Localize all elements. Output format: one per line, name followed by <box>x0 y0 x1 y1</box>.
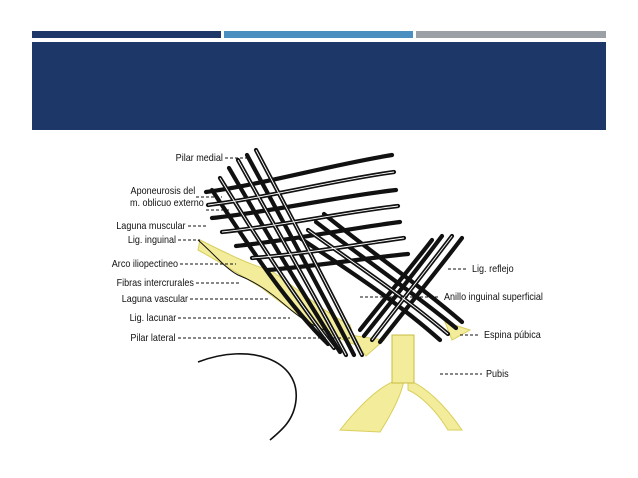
label-pilar-medial: Pilar medial <box>175 152 223 164</box>
header-stripe-dark <box>32 31 221 38</box>
pubic-bone-left <box>338 379 405 433</box>
pubic-bone-right <box>407 379 463 431</box>
label-laguna-muscular: Laguna muscular <box>116 220 186 232</box>
pubis-block <box>391 334 415 384</box>
label-lig-reflejo: Lig. reflejo <box>472 263 514 275</box>
title-band <box>32 42 606 130</box>
label-pubis: Pubis <box>486 368 509 380</box>
label-aponeurosis-line2: m. oblicuo externo <box>130 197 204 209</box>
label-fibras-intercrurales: Fibras intercrurales <box>116 277 194 289</box>
label-lig-lacunar: Lig. lacunar <box>129 312 176 324</box>
label-pilar-lateral: Pilar lateral <box>130 332 176 344</box>
vessel-outline-curve <box>197 353 297 441</box>
label-aponeurosis-line1: Aponeurosis del <box>130 185 195 197</box>
header-stripe-gray <box>416 31 606 38</box>
label-lig-inguinal: Lig. inguinal <box>127 234 176 246</box>
fiber-highlights <box>207 149 453 356</box>
label-laguna-vascular: Laguna vascular <box>121 293 188 305</box>
header-stripe-blue <box>224 31 413 38</box>
right-leader-lines <box>360 268 482 375</box>
left-leader-lines <box>178 157 350 339</box>
label-espina-pubica: Espina púbica <box>484 329 541 341</box>
label-anillo-inguinal: Anillo inguinal superficial <box>444 291 543 303</box>
aponeurosis-fibers <box>203 152 411 273</box>
label-arco-iliopectineo: Arco iliopectineo <box>111 258 178 270</box>
